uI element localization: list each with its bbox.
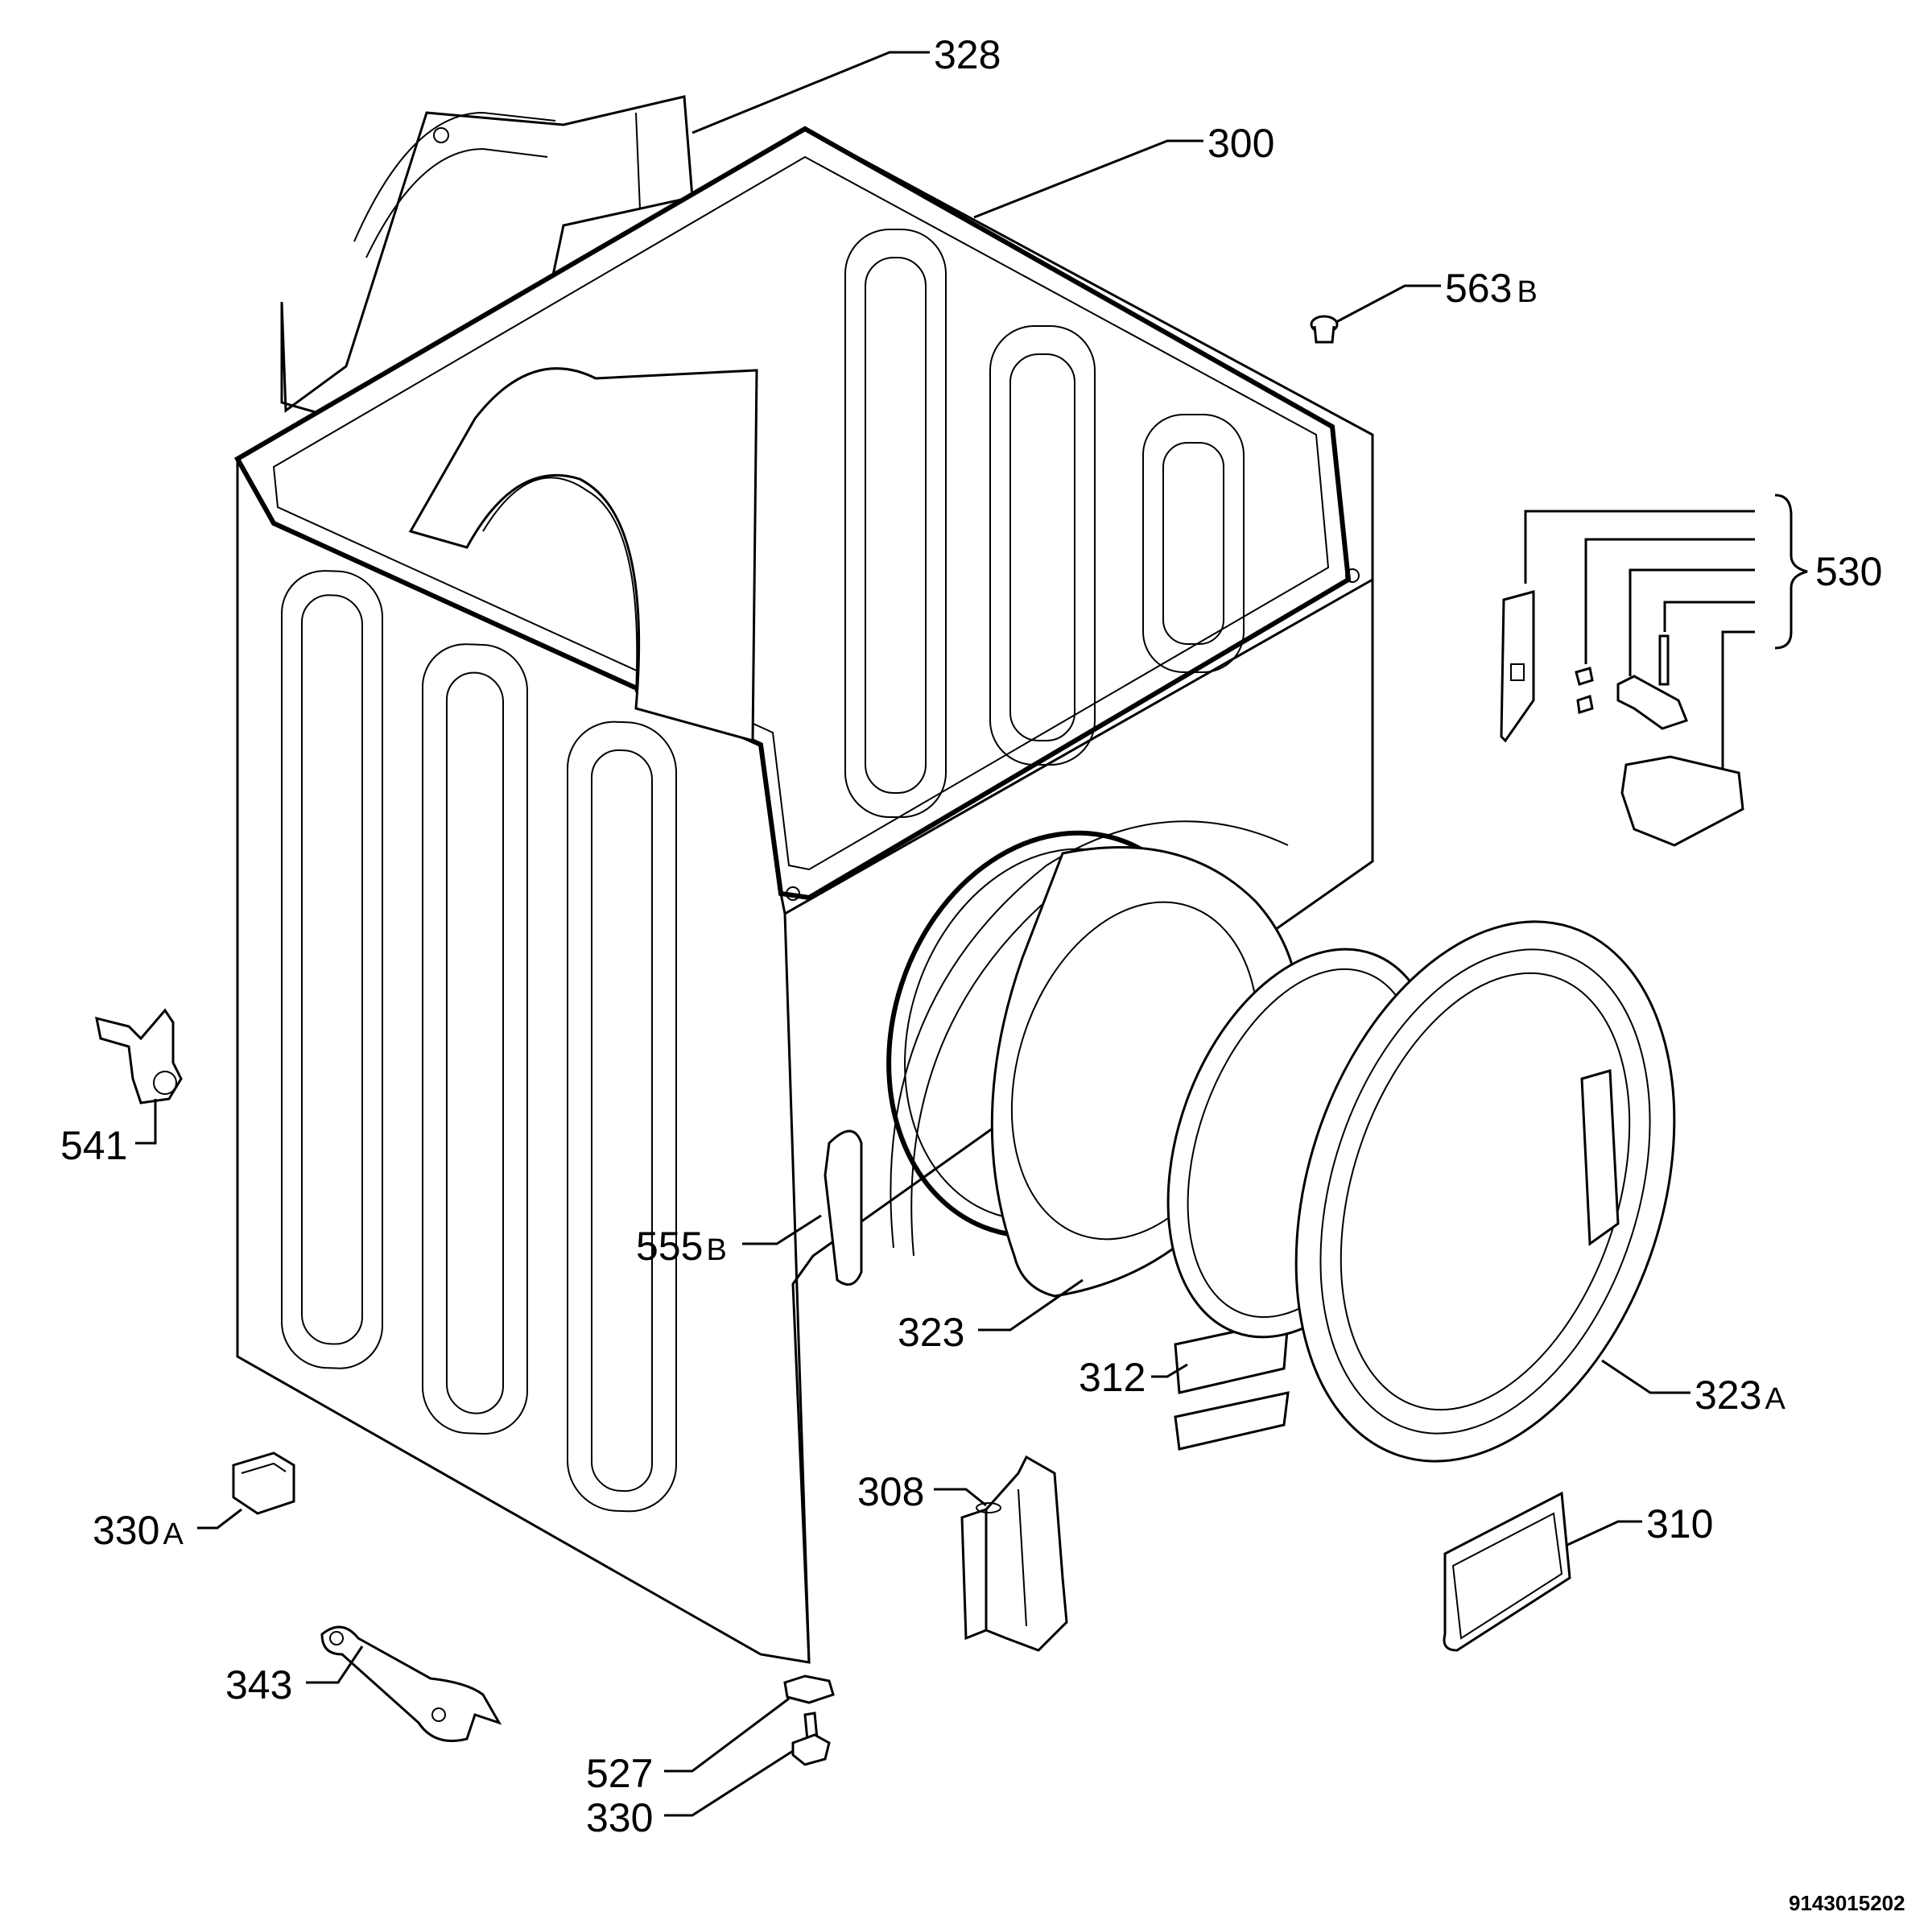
leader-lines	[135, 51, 1808, 1817]
label-330: 330	[586, 1795, 653, 1840]
label-328: 328	[934, 32, 1001, 77]
part-530-door-lock	[1500, 590, 1744, 847]
part-308-hinge	[960, 1455, 1068, 1652]
drawing-reference-code: 9143015202	[1789, 1891, 1905, 1915]
label-310: 310	[1646, 1501, 1713, 1546]
label-527: 527	[586, 1751, 653, 1796]
label-541: 541	[60, 1123, 127, 1168]
part-555b-cover	[824, 1129, 863, 1286]
label-308: 308	[857, 1469, 924, 1514]
label-323: 323	[898, 1310, 964, 1355]
part-343-wrench	[320, 1625, 502, 1742]
part-541-clip	[95, 1008, 183, 1105]
part-323a-door-frame	[1294, 920, 1676, 1463]
part-330-foot	[791, 1711, 831, 1766]
label-530: 530	[1815, 549, 1882, 594]
part-300-cabinet	[233, 126, 1374, 1664]
label-300: 300	[1208, 121, 1274, 166]
part-563b-screw	[1310, 315, 1339, 344]
label-312: 312	[1079, 1355, 1146, 1400]
part-310-cover-plate	[1443, 1491, 1571, 1652]
part-330a-foot	[232, 1451, 295, 1515]
part-527-locknut	[783, 1674, 835, 1704]
label-343: 343	[225, 1662, 292, 1707]
